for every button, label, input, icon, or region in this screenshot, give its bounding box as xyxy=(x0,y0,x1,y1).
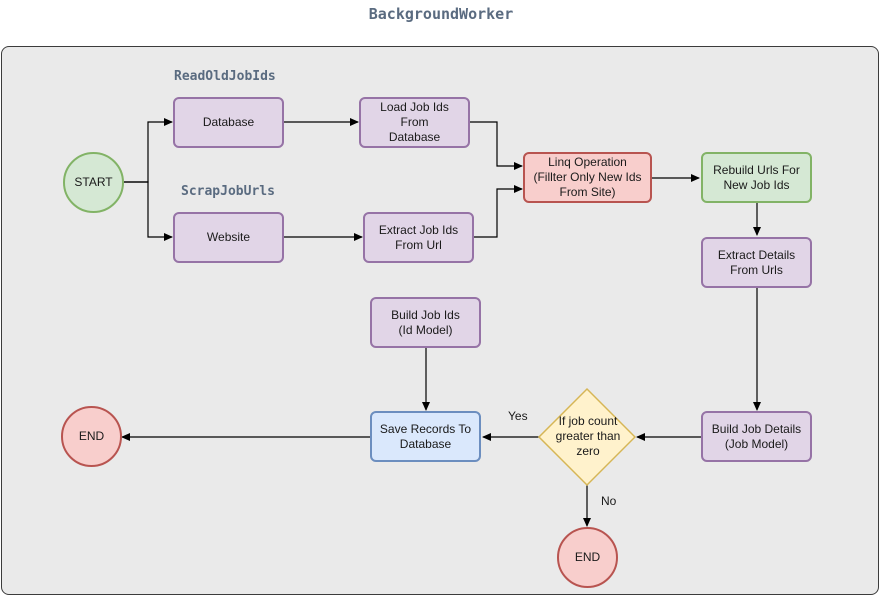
lane-label-read-old-job-ids: ReadOldJobIds xyxy=(174,69,276,84)
extract-job-ids-node: Extract Job Ids From Url xyxy=(363,212,474,263)
edge-load-ids-to-linq xyxy=(470,121,523,170)
edge-label-yes: Yes xyxy=(508,409,528,423)
end-node-left: END xyxy=(61,406,122,467)
edge-start-to-website xyxy=(124,181,173,241)
start-node: START xyxy=(63,152,124,213)
condition-diamond-shape xyxy=(537,387,637,487)
extract-details-node: Extract Details From Urls xyxy=(701,237,812,288)
diagram-title: BackgroundWorker xyxy=(368,5,514,23)
rebuild-urls-node: Rebuild Urls For New Job Ids xyxy=(701,152,812,203)
edge-label-no: No xyxy=(601,494,617,508)
linq-operation-node: Linq Operation (Fillter Only New Ids Fro… xyxy=(523,152,652,203)
build-job-details-node: Build Job Details (Job Model) xyxy=(701,411,812,462)
lane-label-scrap-job-urls: ScrapJobUrls xyxy=(181,184,275,199)
build-job-ids-node: Build Job Ids (Id Model) xyxy=(370,297,481,348)
save-records-node: Save Records To Database xyxy=(370,411,481,462)
website-node: Website xyxy=(173,212,284,263)
database-node: Database xyxy=(173,97,284,148)
edge-extract-ids-to-linq xyxy=(474,185,523,238)
edge-start-to-database xyxy=(124,118,173,183)
end-node-bottom: END xyxy=(557,527,618,588)
load-job-ids-node: Load Job Ids From Database xyxy=(359,97,470,148)
condition-node: If job count greater than zero xyxy=(555,413,621,458)
